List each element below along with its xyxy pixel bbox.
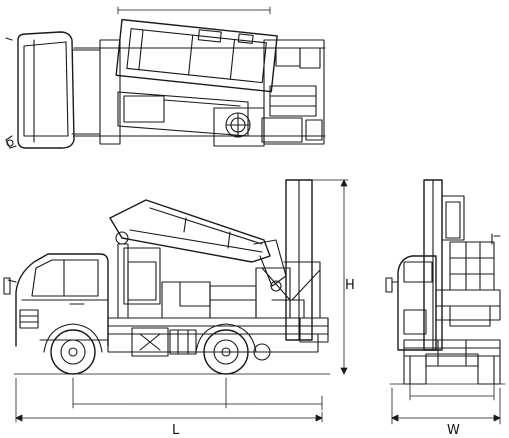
rear-view (385, 179, 501, 385)
top-view (5, 6, 326, 149)
width-dimension-label: W (447, 423, 460, 438)
side-view (3, 179, 329, 375)
length-dimension-label: L (172, 423, 180, 438)
dimension-lines (13, 179, 506, 425)
height-dimension-label: H (345, 278, 355, 293)
